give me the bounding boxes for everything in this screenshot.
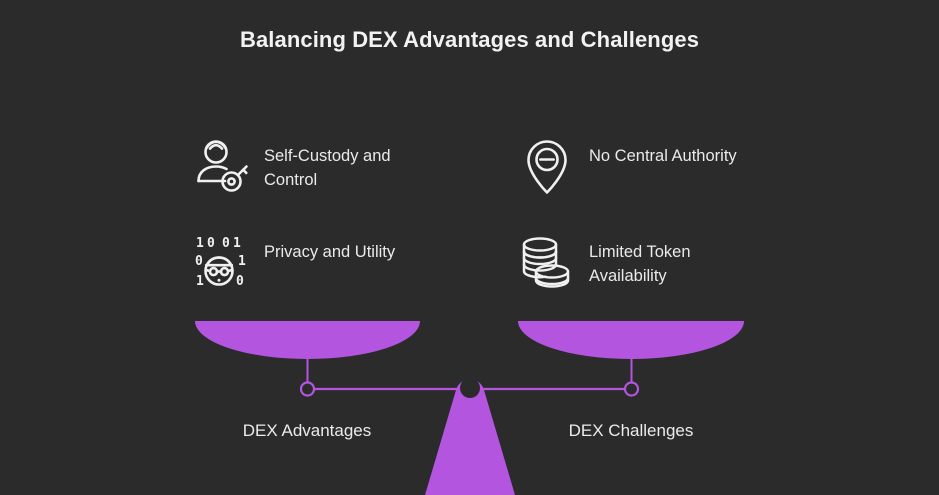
page-title: Balancing DEX Advantages and Challenges xyxy=(239,27,700,52)
feature-label: No Central Authority xyxy=(589,147,737,165)
binary-digit: 0 xyxy=(236,274,244,289)
pivot-hole xyxy=(460,378,480,398)
stacked-coins-icon xyxy=(522,237,570,288)
binary-digit: 1 xyxy=(238,254,246,269)
binary-digit: 0 xyxy=(222,236,230,251)
left-pan xyxy=(195,321,420,359)
binary-face-icon: 1 0 0 1 0 1 1 0 xyxy=(195,236,246,289)
right-hanger-circle xyxy=(623,381,640,397)
location-pin-minus-icon xyxy=(527,140,567,194)
feature-label: Privacy and Utility xyxy=(264,243,396,261)
left-hanger-circle xyxy=(299,381,316,397)
feature-item-self-custody: Self-Custody and Control xyxy=(194,138,454,196)
feature-item-privacy: 1 0 0 1 0 1 1 0 xyxy=(194,234,454,292)
face-mouth-dot xyxy=(217,278,221,282)
binary-digit: 0 xyxy=(207,236,215,251)
left-pan-label: DEX Advantages xyxy=(242,421,372,440)
binary-digit: 1 xyxy=(196,274,204,289)
person-key-icon xyxy=(197,140,248,192)
feature-item-no-central-authority: No Central Authority xyxy=(519,138,779,196)
binary-digit: 0 xyxy=(195,254,203,269)
binary-digit: 1 xyxy=(233,236,241,251)
binary-digit: 1 xyxy=(196,236,204,251)
feature-label: Self-Custody and Control xyxy=(264,147,391,189)
right-pan xyxy=(518,321,744,359)
feature-item-limited-token: Limited Token Availability xyxy=(519,234,779,292)
feature-label: Limited Token Availability xyxy=(589,243,691,285)
right-pan-label: DEX Challenges xyxy=(568,421,694,440)
